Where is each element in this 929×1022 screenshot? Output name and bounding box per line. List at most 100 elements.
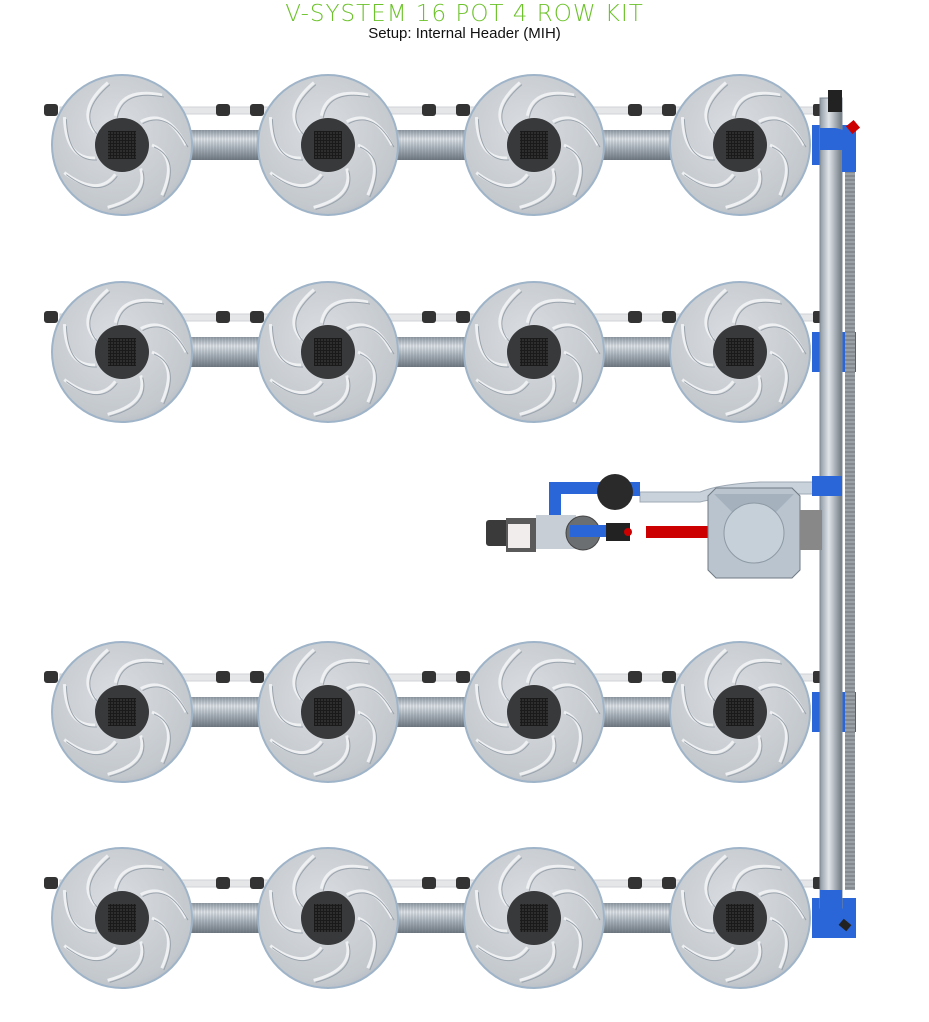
pot-vane [704, 648, 727, 700]
pot-vane-shadow [295, 651, 317, 702]
pot [51, 641, 193, 783]
pot-vane [475, 378, 529, 395]
pot-vane-shadow [348, 119, 395, 148]
fitting [628, 671, 642, 683]
pot-vane [563, 916, 582, 969]
pot-vane-shadow [771, 713, 789, 765]
pot-vane [704, 854, 727, 906]
fitting [216, 671, 230, 683]
pot-vane [769, 916, 788, 969]
pot-vane [525, 298, 575, 324]
pot-vane [731, 91, 781, 117]
control-unit [486, 474, 842, 579]
union-fitting [606, 523, 630, 541]
pot-vane-shadow [348, 326, 395, 355]
pot-vane-shadow [501, 84, 523, 135]
pot-vane-shadow [295, 291, 317, 342]
pot-vane-shadow [477, 741, 530, 756]
pot-vane-shadow [554, 119, 601, 148]
pot-vane [498, 854, 521, 906]
corrugated-tube [594, 130, 680, 160]
pot-vane-shadow [109, 170, 145, 210]
fitting [422, 311, 436, 323]
pot-vane-shadow [89, 291, 111, 342]
pot-vane [345, 683, 394, 713]
tank-return-tee [812, 476, 842, 496]
pot-vane-shadow [348, 892, 395, 921]
corrugated-tube [388, 697, 474, 727]
pump-label [508, 524, 530, 548]
pot-vane-shadow [501, 651, 523, 702]
pot-vane [107, 375, 144, 416]
pot-vane [107, 941, 144, 982]
pot-vane [63, 738, 117, 755]
pot-vane [551, 116, 600, 146]
pot-vane-shadow [501, 857, 523, 908]
pot-vane [139, 323, 188, 353]
pot-vane-shadow [65, 119, 97, 161]
pot-vane [269, 944, 323, 961]
pot-vane [292, 854, 315, 906]
filter-canister [597, 474, 633, 510]
pot-grid [314, 338, 342, 366]
pot-vane [769, 350, 788, 403]
fitting [216, 877, 230, 889]
pot-vane [704, 81, 727, 133]
pot-grid [108, 904, 136, 932]
pot-vane-shadow [65, 741, 118, 756]
pot-vane-shadow [153, 353, 171, 405]
pot-vane-shadow [271, 741, 324, 756]
pot-vane [525, 658, 575, 684]
pot-vane [498, 81, 521, 133]
fitting [628, 877, 642, 889]
pot-grid [520, 131, 548, 159]
pot-vane-shadow [760, 892, 807, 921]
drain-cap [838, 918, 852, 932]
pot-vane-shadow [295, 84, 317, 135]
corrugated-tube [388, 337, 474, 367]
pot-vane-shadow [271, 174, 324, 189]
pot-vane [563, 710, 582, 763]
pump-motor [486, 520, 510, 546]
pot-vane [731, 658, 781, 684]
pot-vane-shadow [348, 686, 395, 715]
pot-vane-shadow [565, 146, 583, 198]
corrugated-tube [594, 337, 680, 367]
pot-vane-shadow [565, 713, 583, 765]
pot-vane-shadow [109, 943, 145, 983]
pot-vane [357, 143, 376, 196]
pot [257, 74, 399, 216]
feed-line [646, 526, 708, 538]
pot-vane-shadow [477, 174, 530, 189]
fitting [44, 671, 58, 683]
diagram-title: V-SYSTEM 16 POT 4 ROW KIT [285, 1, 644, 27]
pot-vane [725, 375, 762, 416]
pot-vane-shadow [322, 94, 371, 118]
pot-vane [151, 350, 170, 403]
pot-vane [269, 171, 323, 188]
pot-vane [86, 648, 109, 700]
fitting [662, 311, 676, 323]
pot-vane [725, 168, 762, 209]
pot-vane [681, 378, 735, 395]
pot-vane-shadow [683, 741, 736, 756]
pot-vane [725, 735, 762, 776]
pot-vane-shadow [528, 301, 577, 325]
pot-vane-shadow [322, 301, 371, 325]
pot-vane [139, 116, 188, 146]
pot-vane-shadow [683, 686, 715, 728]
pot-grid [726, 338, 754, 366]
pot-vane-shadow [683, 947, 736, 962]
pot-vane-shadow [683, 892, 715, 934]
pot-vane-shadow [554, 892, 601, 921]
pot-vane-shadow [521, 737, 557, 777]
fitting [250, 877, 264, 889]
pot-grid [520, 698, 548, 726]
pot-vane [319, 91, 369, 117]
pot-vane-shadow [89, 84, 111, 135]
pot-vane [681, 944, 735, 961]
pot-vane [63, 171, 117, 188]
pot-vane-shadow [315, 737, 351, 777]
pot-vane [319, 298, 369, 324]
pot-vane [725, 941, 762, 982]
